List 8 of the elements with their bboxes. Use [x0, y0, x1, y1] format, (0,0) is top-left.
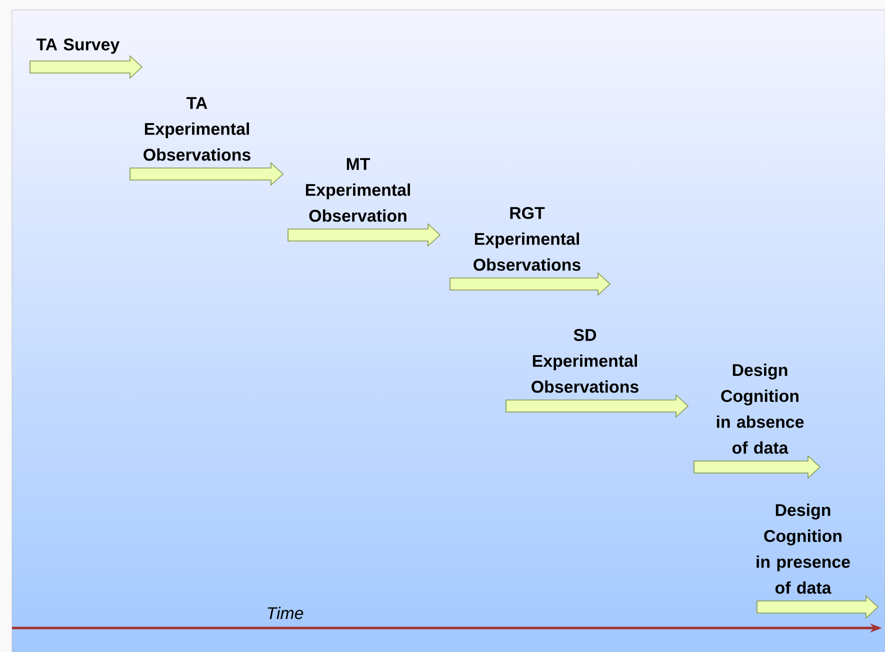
step-label: TA Experimental Observations — [144, 97, 250, 161]
step-label: TA Survey — [36, 38, 120, 54]
step-label: Design Cognition in presence of data — [756, 504, 850, 594]
step-label: Design Cognition in absence of data — [716, 364, 804, 454]
axis-label: Time — [268, 606, 304, 620]
step-label: SD Experimental Observations — [532, 329, 638, 393]
step-label: RGT Experimental Observations — [474, 207, 580, 271]
step-label: MT Experimental Observation — [306, 158, 410, 222]
